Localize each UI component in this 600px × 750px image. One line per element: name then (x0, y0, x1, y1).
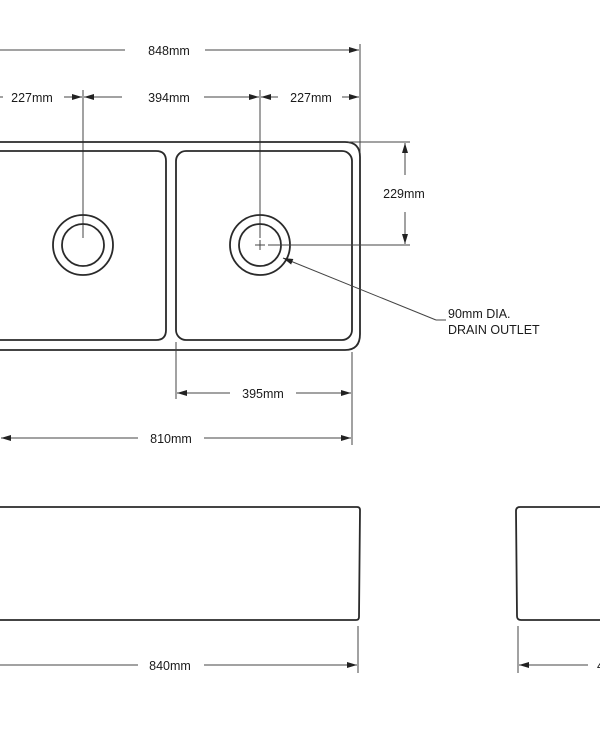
sink-front-view: 840mm (0, 506, 361, 673)
dimension-label: 229mm (383, 187, 425, 201)
dimension-395: 395mm (175, 342, 353, 445)
dimension-label: 227mm (290, 91, 332, 105)
dimension-label: 848mm (148, 44, 190, 58)
dimension-label: 810mm (150, 432, 192, 446)
dimension-229: 229mm (268, 141, 425, 246)
dimension-label: 4 (597, 659, 600, 673)
callout-line-2: DRAIN OUTLET (448, 323, 540, 337)
sink-side-view: 4 (515, 506, 600, 673)
dimension-810: 810mm (1, 432, 351, 446)
dimension-label: 840mm (149, 659, 191, 673)
drain-outer (52, 214, 114, 276)
callout-line-1: 90mm DIA. (448, 307, 511, 321)
dimension-label: 395mm (242, 387, 284, 401)
dimension-848: 848mm (0, 44, 361, 160)
sink-plan-view (0, 141, 361, 351)
dimension-drain-row: 227mm 394mm 227mm (0, 90, 359, 238)
dimension-label: 227mm (11, 91, 53, 105)
drain-inner (61, 223, 105, 267)
drain-callout: 90mm DIA. DRAIN OUTLET (282, 257, 540, 337)
left-bowl (0, 150, 167, 341)
dimension-label: 394mm (148, 91, 190, 105)
